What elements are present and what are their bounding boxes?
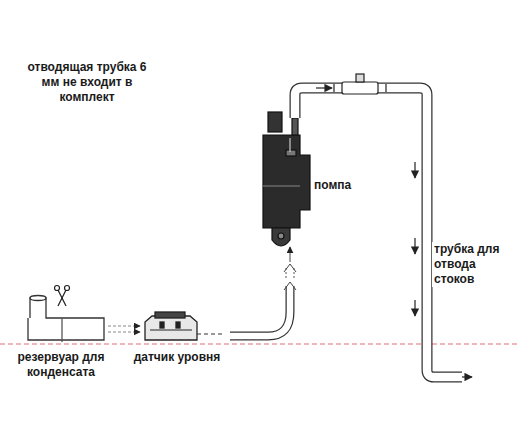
part-label: помпа [312, 178, 376, 193]
part-label: трубка для отвода стоков [432, 242, 516, 287]
note-label: отводящая трубка 6 мм не входит в компле… [20, 60, 154, 105]
pump-unit [263, 112, 310, 246]
scissors-icon [55, 286, 70, 307]
part-label: датчик уровня [130, 350, 224, 365]
part-label: резервуар для конденсата [4, 350, 118, 380]
flow-arrows [108, 326, 140, 332]
drain-flow-arrows [290, 138, 415, 316]
suction-tube [197, 247, 296, 336]
condensate-tray [28, 296, 104, 343]
floor-line [0, 343, 520, 344]
discharge-tube [295, 88, 472, 377]
level-sensor [145, 312, 197, 340]
check-valve [316, 74, 386, 94]
